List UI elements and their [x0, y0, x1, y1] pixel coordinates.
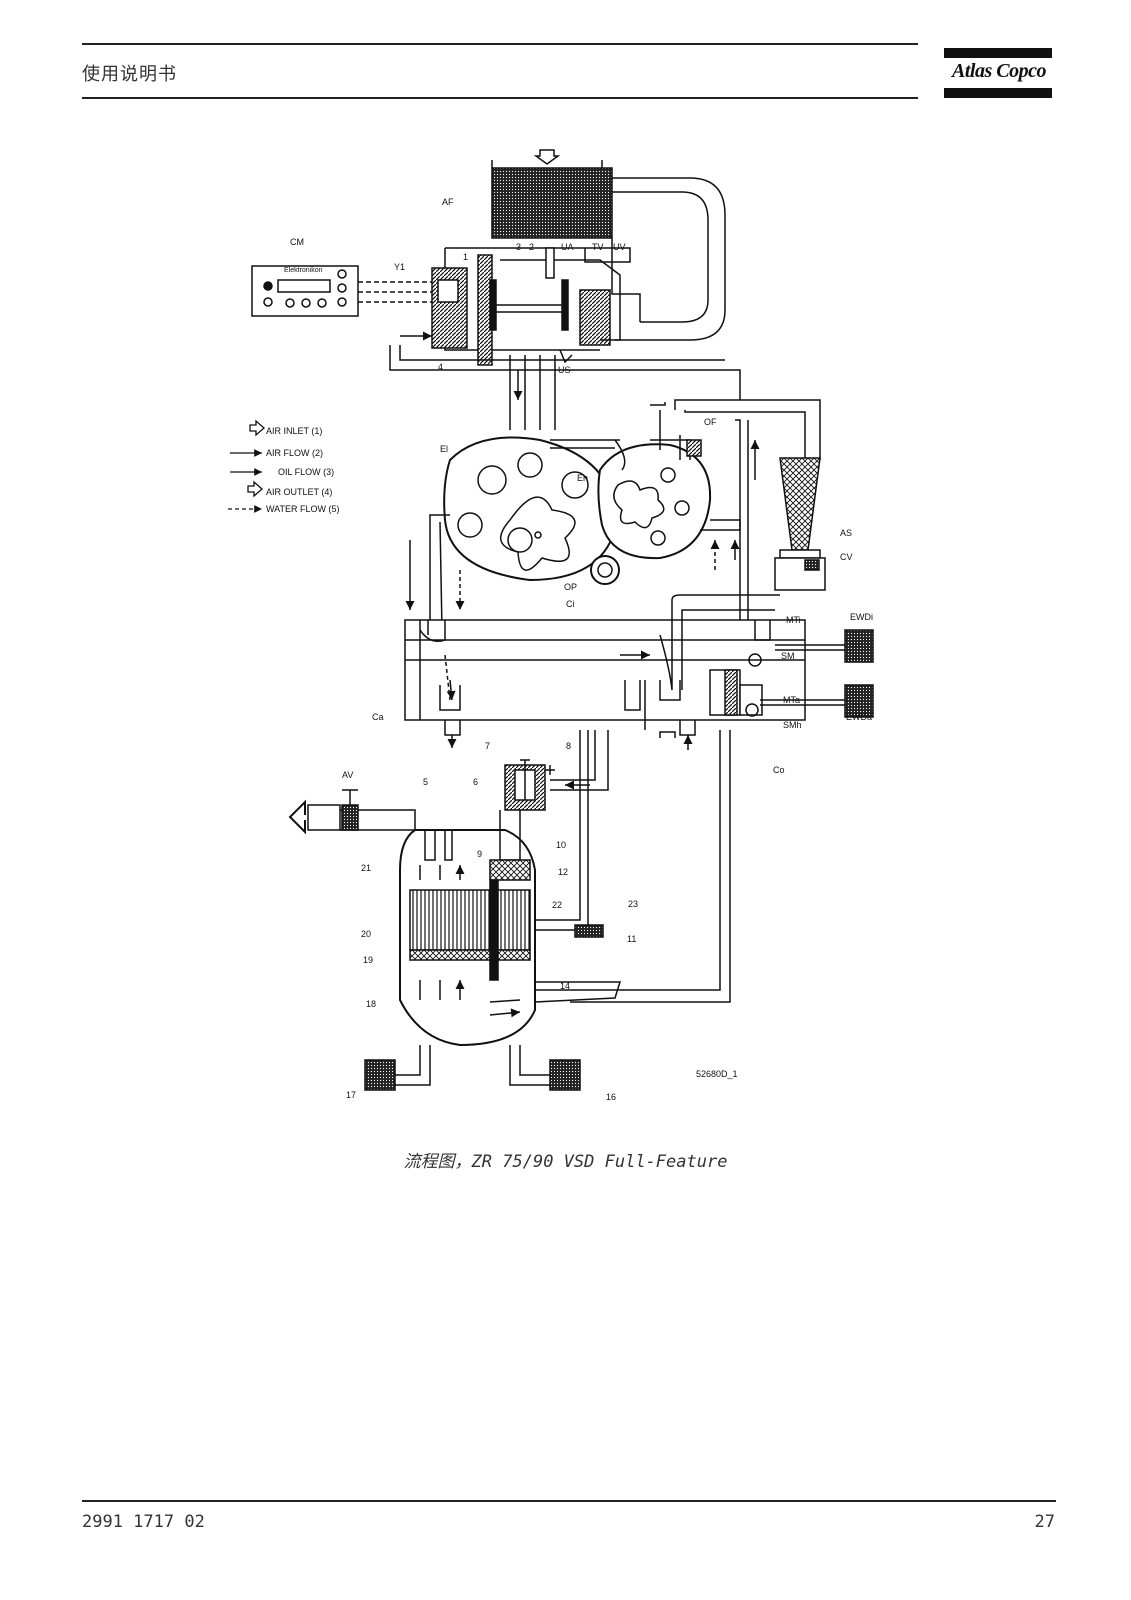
legend-water-flow: WATER FLOW (5): [266, 504, 340, 514]
drawing-id: 52680D_1: [696, 1069, 738, 1079]
label-14: 14: [560, 981, 570, 991]
label-4: 4: [438, 362, 443, 372]
label-1: 1: [463, 252, 468, 262]
figure-caption: 流程图，ZR 75/90 VSD Full-Feature: [403, 1152, 728, 1172]
label-as: AS: [840, 528, 852, 538]
label-cv: CV: [840, 552, 853, 562]
label-eh: Eh: [577, 473, 588, 483]
label-10: 10: [556, 840, 566, 850]
label-sm: SM: [781, 651, 795, 661]
label-18: 18: [366, 999, 376, 1009]
page-number: 27: [1034, 1512, 1055, 1532]
label-el: El: [440, 444, 448, 454]
footer-rule: [82, 1500, 1056, 1502]
label-ewdi: EWDi: [850, 612, 873, 622]
label-5: 5: [423, 777, 428, 787]
flow-diagram-svg: AIR INLET (1) AIR FLOW (2) OIL FLOW (3) …: [228, 149, 874, 1102]
label-2: 2: [529, 242, 534, 252]
legend-air-flow: AIR FLOW (2): [266, 448, 323, 458]
flow-diagram: AIR INLET (1) AIR FLOW (2) OIL FLOW (3) …: [220, 140, 900, 1130]
legend-air-inlet: AIR INLET (1): [266, 426, 322, 436]
label-7: 7: [485, 741, 490, 751]
label-ua: UA: [561, 242, 574, 252]
controller-name: Elektronikon: [284, 267, 323, 274]
label-6: 6: [473, 777, 478, 787]
label-y1: Y1: [394, 262, 405, 272]
label-ca: Ca: [372, 712, 384, 722]
label-20: 20: [361, 929, 371, 939]
label-of: OF: [704, 417, 717, 427]
label-op: OP: [564, 582, 577, 592]
legend-oil-flow: OIL FLOW (3): [278, 467, 334, 477]
part-labels: AF CM Y1 1 3 2 UA TV UV 4 US OF El Eh AS…: [290, 197, 873, 1102]
header-top-rule: [82, 43, 918, 45]
label-12: 12: [558, 867, 568, 877]
label-af: AF: [442, 197, 454, 207]
label-mta: MTa: [783, 695, 800, 705]
label-19: 19: [363, 955, 373, 965]
brand-name: Atlas Copco: [952, 60, 1046, 82]
label-cm: CM: [290, 237, 304, 247]
label-8: 8: [566, 741, 571, 751]
label-3: 3: [516, 242, 521, 252]
label-us: US: [558, 365, 571, 375]
label-av: AV: [342, 770, 353, 780]
header-bottom-rule: [82, 97, 918, 99]
label-smh: SMh: [783, 720, 802, 730]
label-ci: Ci: [566, 599, 575, 609]
header-title: 使用说明书: [82, 64, 177, 85]
label-11: 11: [627, 934, 636, 944]
label-17: 17: [346, 1090, 356, 1100]
doc-number: 2991 1717 02: [82, 1512, 205, 1532]
label-9: 9: [477, 849, 482, 859]
legend-air-outlet: AIR OUTLET (4): [266, 487, 332, 497]
label-ewda: EWDa: [846, 712, 872, 722]
label-co: Co: [773, 765, 785, 775]
label-16: 16: [606, 1092, 616, 1102]
label-mti: MTi: [786, 615, 801, 625]
label-21: 21: [361, 863, 371, 873]
label-23: 23: [628, 899, 638, 909]
atlas-copco-logo: Atlas Copco: [944, 48, 1054, 100]
label-22: 22: [552, 900, 562, 910]
label-tv: TV: [592, 242, 604, 252]
label-uv: UV: [613, 242, 626, 252]
